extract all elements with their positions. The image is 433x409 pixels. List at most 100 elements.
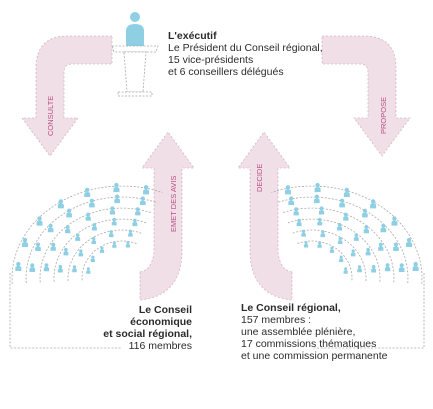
person-icon (91, 237, 97, 245)
person-icon (293, 207, 299, 216)
person-icon (318, 206, 325, 215)
arrow-propose: PROPOSE (321, 35, 411, 157)
executif-line-3: et 6 conseillers délégués (168, 66, 284, 78)
person-icon (378, 242, 384, 251)
person-icon (65, 225, 71, 234)
person-icon (314, 194, 320, 204)
person-icon (314, 182, 321, 193)
person-icon (303, 241, 309, 248)
person-icon (50, 242, 56, 251)
person-icon (57, 199, 64, 209)
person-icon (99, 246, 105, 253)
person-icon (301, 229, 306, 237)
conseil-regional-block: Le Conseil régional, 157 membres : une a… (241, 302, 401, 362)
tier-line (81, 240, 137, 281)
person-icon (343, 212, 349, 221)
ceser-title-line-2: économique (130, 316, 192, 328)
person-icon (47, 223, 54, 233)
person-icon (362, 208, 368, 218)
tier-line (67, 229, 143, 282)
person-icon (43, 263, 50, 272)
person-icon (380, 223, 387, 233)
arrow-consulte-label: CONSULTE (46, 96, 55, 136)
tier-line (297, 240, 353, 281)
tier-line (25, 196, 158, 284)
person-icon (317, 241, 322, 248)
podium-icon (111, 12, 159, 97)
arrow-propose-label: PROPOSE (379, 97, 388, 134)
tier-line (53, 218, 148, 282)
person-icon (143, 185, 150, 195)
executif-line-2: 15 vice-présidents (168, 54, 254, 66)
person-icon (84, 187, 91, 197)
arrow-decide: DECIDE (237, 131, 293, 301)
person-icon (75, 233, 81, 241)
person-icon (398, 263, 405, 272)
person-icon (370, 199, 377, 209)
person-icon (90, 255, 95, 263)
ceser-title-line-1: Le Conseil (138, 304, 192, 316)
conseil-regional-line-2: une assemblée plénière, (241, 326, 356, 338)
person-icon (89, 198, 95, 208)
tier-line (11, 185, 163, 284)
person-icon (393, 242, 399, 252)
arrow-consulte: CONSULTE (21, 35, 113, 157)
person-icon (337, 222, 343, 231)
person-icon (353, 233, 359, 241)
tier-line (291, 229, 367, 282)
person-icon (125, 241, 131, 248)
person-icon (29, 263, 36, 272)
person-icon (384, 263, 391, 272)
person-icon (339, 198, 345, 208)
person-icon (339, 255, 344, 263)
person-icon (288, 196, 295, 206)
arrow-emet-label: EMET DES AVIS (169, 176, 178, 232)
conseil-regional-line-3: 17 commissions thématiques (241, 338, 377, 350)
person-icon (317, 217, 323, 226)
person-icon (108, 230, 114, 238)
person-icon (114, 194, 120, 204)
person-icon (63, 247, 69, 256)
person-icon (85, 212, 91, 221)
ceser-block: Le Conseil économique et social régional… (96, 304, 192, 352)
person-icon (391, 216, 398, 226)
person-icon (113, 182, 120, 193)
person-icon (36, 216, 43, 226)
person-icon (320, 230, 326, 238)
hemicycle-ceser-icon (9, 182, 163, 349)
person-icon (337, 237, 343, 245)
tier-line (286, 218, 381, 282)
tier-line (281, 207, 395, 283)
person-icon (350, 249, 356, 257)
tier-line (39, 207, 153, 283)
arrow-decide-label: DECIDE (255, 164, 264, 192)
person-icon (284, 185, 291, 195)
person-icon (86, 267, 91, 274)
person-icon (132, 218, 138, 227)
person-icon (296, 218, 302, 227)
conseil-regional-title: Le Conseil régional, (241, 302, 341, 314)
person-icon (357, 265, 362, 273)
person-icon (343, 267, 348, 274)
person-icon (371, 264, 377, 273)
executif-line-1: Le Président du Conseil régional, (168, 42, 323, 54)
tier-line (271, 185, 423, 284)
person-icon (128, 229, 133, 237)
person-icon (109, 206, 116, 215)
person-icon (15, 261, 22, 272)
person-icon (35, 242, 41, 252)
arrow-emet-des-avis: EMET DES AVIS (139, 131, 195, 301)
person-icon (21, 237, 28, 248)
person-icon (66, 208, 72, 218)
ceser-members: 116 membres (128, 340, 192, 352)
person-icon (412, 261, 419, 272)
person-icon (112, 241, 117, 248)
person-icon (329, 246, 335, 253)
conseil-regional-line-4: et une commission permanente (241, 350, 388, 362)
person-icon (135, 207, 141, 216)
executif-title: L'exécutif (168, 30, 217, 42)
person-icon (72, 265, 77, 273)
person-icon (111, 217, 117, 226)
person-icon (365, 247, 371, 256)
